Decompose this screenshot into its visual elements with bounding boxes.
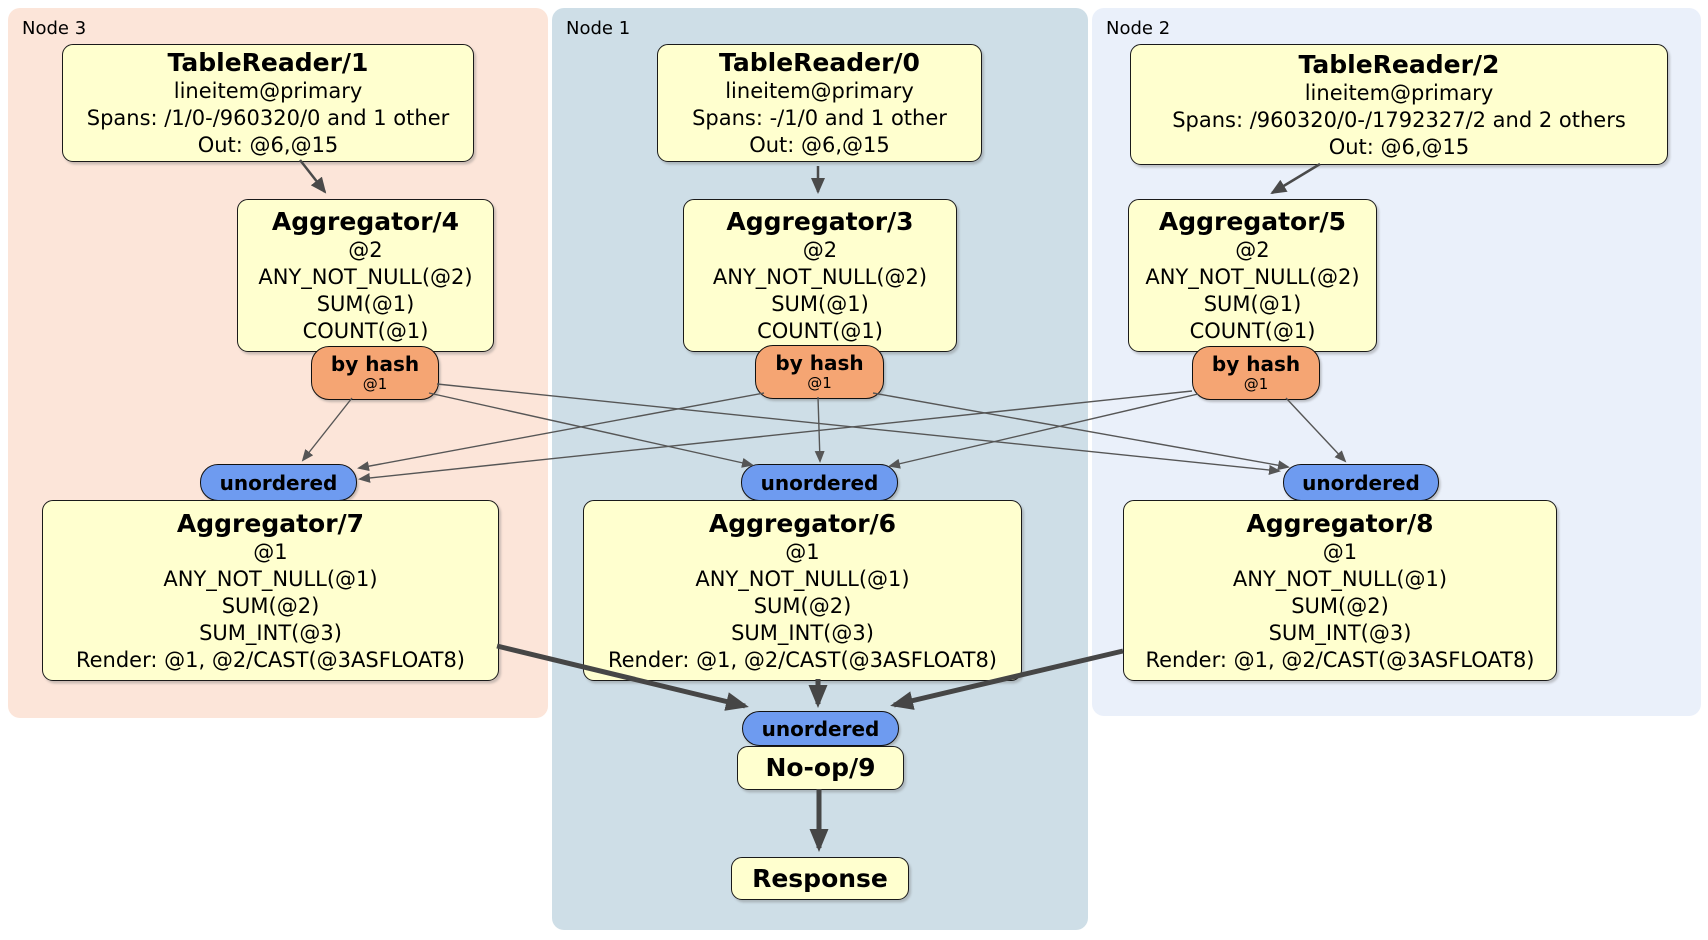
detail-line: SUM(@1) [1203,292,1302,316]
router-byhash-3-detail: @1 [807,374,832,392]
detail-line: @2 [802,238,838,262]
stream-unordered-6-pill: unordered [741,464,898,501]
router-byhash-3-pill: by hash @1 [755,345,884,399]
router-byhash-3-label: by hash [775,351,864,375]
aggregator-6-title: Aggregator/6 [708,508,897,538]
aggregator-4-title: Aggregator/4 [271,207,460,236]
detail-line: lineitem@primary [1304,80,1494,105]
detail-line: @1 [1322,539,1358,564]
aggregator-3-title: Aggregator/3 [726,207,914,236]
detail-line: ANY_NOT_NULL(@2) [712,265,928,289]
detail-line: Out: @6,@15 [197,133,339,157]
detail-line: lineitem@primary [173,79,363,103]
detail-line: Render: @1, @2/CAST(@3ASFLOAT8) [607,647,998,672]
detail-line: Spans: -/1/0 and 1 other [692,106,947,130]
detail-line: COUNT(@1) [1189,319,1316,343]
noop-9-title: No-op/9 [765,753,876,782]
detail-line: @1 [253,539,288,564]
detail-line: lineitem@primary [725,79,914,103]
detail-line: SUM(@2) [1291,593,1389,618]
detail-line: @2 [348,238,383,262]
response-title: Response [752,863,888,893]
detail-line: Render: @1, @2/CAST(@3ASFLOAT8) [1145,647,1535,672]
detail-line: @2 [1235,238,1270,262]
stream-unordered-final-pill: unordered [742,711,899,746]
detail-line: Out: @6,@15 [749,133,890,157]
tablereader-2-title: TableReader/2 [1298,49,1500,79]
detail-line: Render: @1, @2/CAST(@3ASFLOAT8) [75,647,466,672]
detail-line: COUNT(@1) [302,319,429,343]
detail-line: ANY_NOT_NULL(@1) [163,566,378,591]
detail-line: ANY_NOT_NULL(@1) [1232,566,1448,591]
detail-line: SUM_INT(@3) [199,620,342,645]
detail-line: SUM(@1) [771,292,869,316]
tablereader-1-title: TableReader/1 [167,48,369,77]
detail-line: SUM(@2) [221,593,320,618]
detail-line: SUM(@2) [753,593,852,618]
response-box: Response [731,857,909,900]
router-byhash-5-label: by hash [1211,352,1301,376]
stream-unordered-8-pill: unordered [1283,464,1439,501]
detail-line: Spans: /1/0-/960320/0 and 1 other [86,106,450,130]
aggregator-7-title: Aggregator/7 [176,508,365,538]
stream-unordered-7-pill: unordered [200,464,357,501]
aggregator-8-title: Aggregator/8 [1246,508,1434,538]
tablereader-0-title: TableReader/0 [719,48,920,77]
router-byhash-5-detail: @1 [1243,375,1269,393]
detail-line: ANY_NOT_NULL(@2) [1145,265,1360,289]
aggregator-5-title: Aggregator/5 [1158,207,1347,236]
region-node3-label: Node 3 [22,18,87,39]
detail-line: Out: @6,@15 [1328,134,1470,159]
detail-line: @1 [785,539,820,564]
router-byhash-4-pill: by hash @1 [311,346,439,400]
router-byhash-4-detail: @1 [362,375,388,393]
detail-line: SUM_INT(@3) [731,620,874,645]
detail-line: ANY_NOT_NULL(@1) [695,566,910,591]
detail-line: ANY_NOT_NULL(@2) [258,265,473,289]
detail-line: COUNT(@1) [757,319,883,343]
region-node1-label: Node 1 [566,18,631,39]
router-byhash-5-pill: by hash @1 [1192,346,1320,400]
detail-line: SUM(@1) [316,292,415,316]
region-node2-label: Node 2 [1106,18,1171,39]
detail-line: SUM_INT(@3) [1268,620,1412,645]
detail-line: Spans: /960320/0-/1792327/2 and 2 others [1172,107,1626,132]
noop-9-box: No-op/9 [737,746,904,790]
router-byhash-4-label: by hash [330,352,420,376]
